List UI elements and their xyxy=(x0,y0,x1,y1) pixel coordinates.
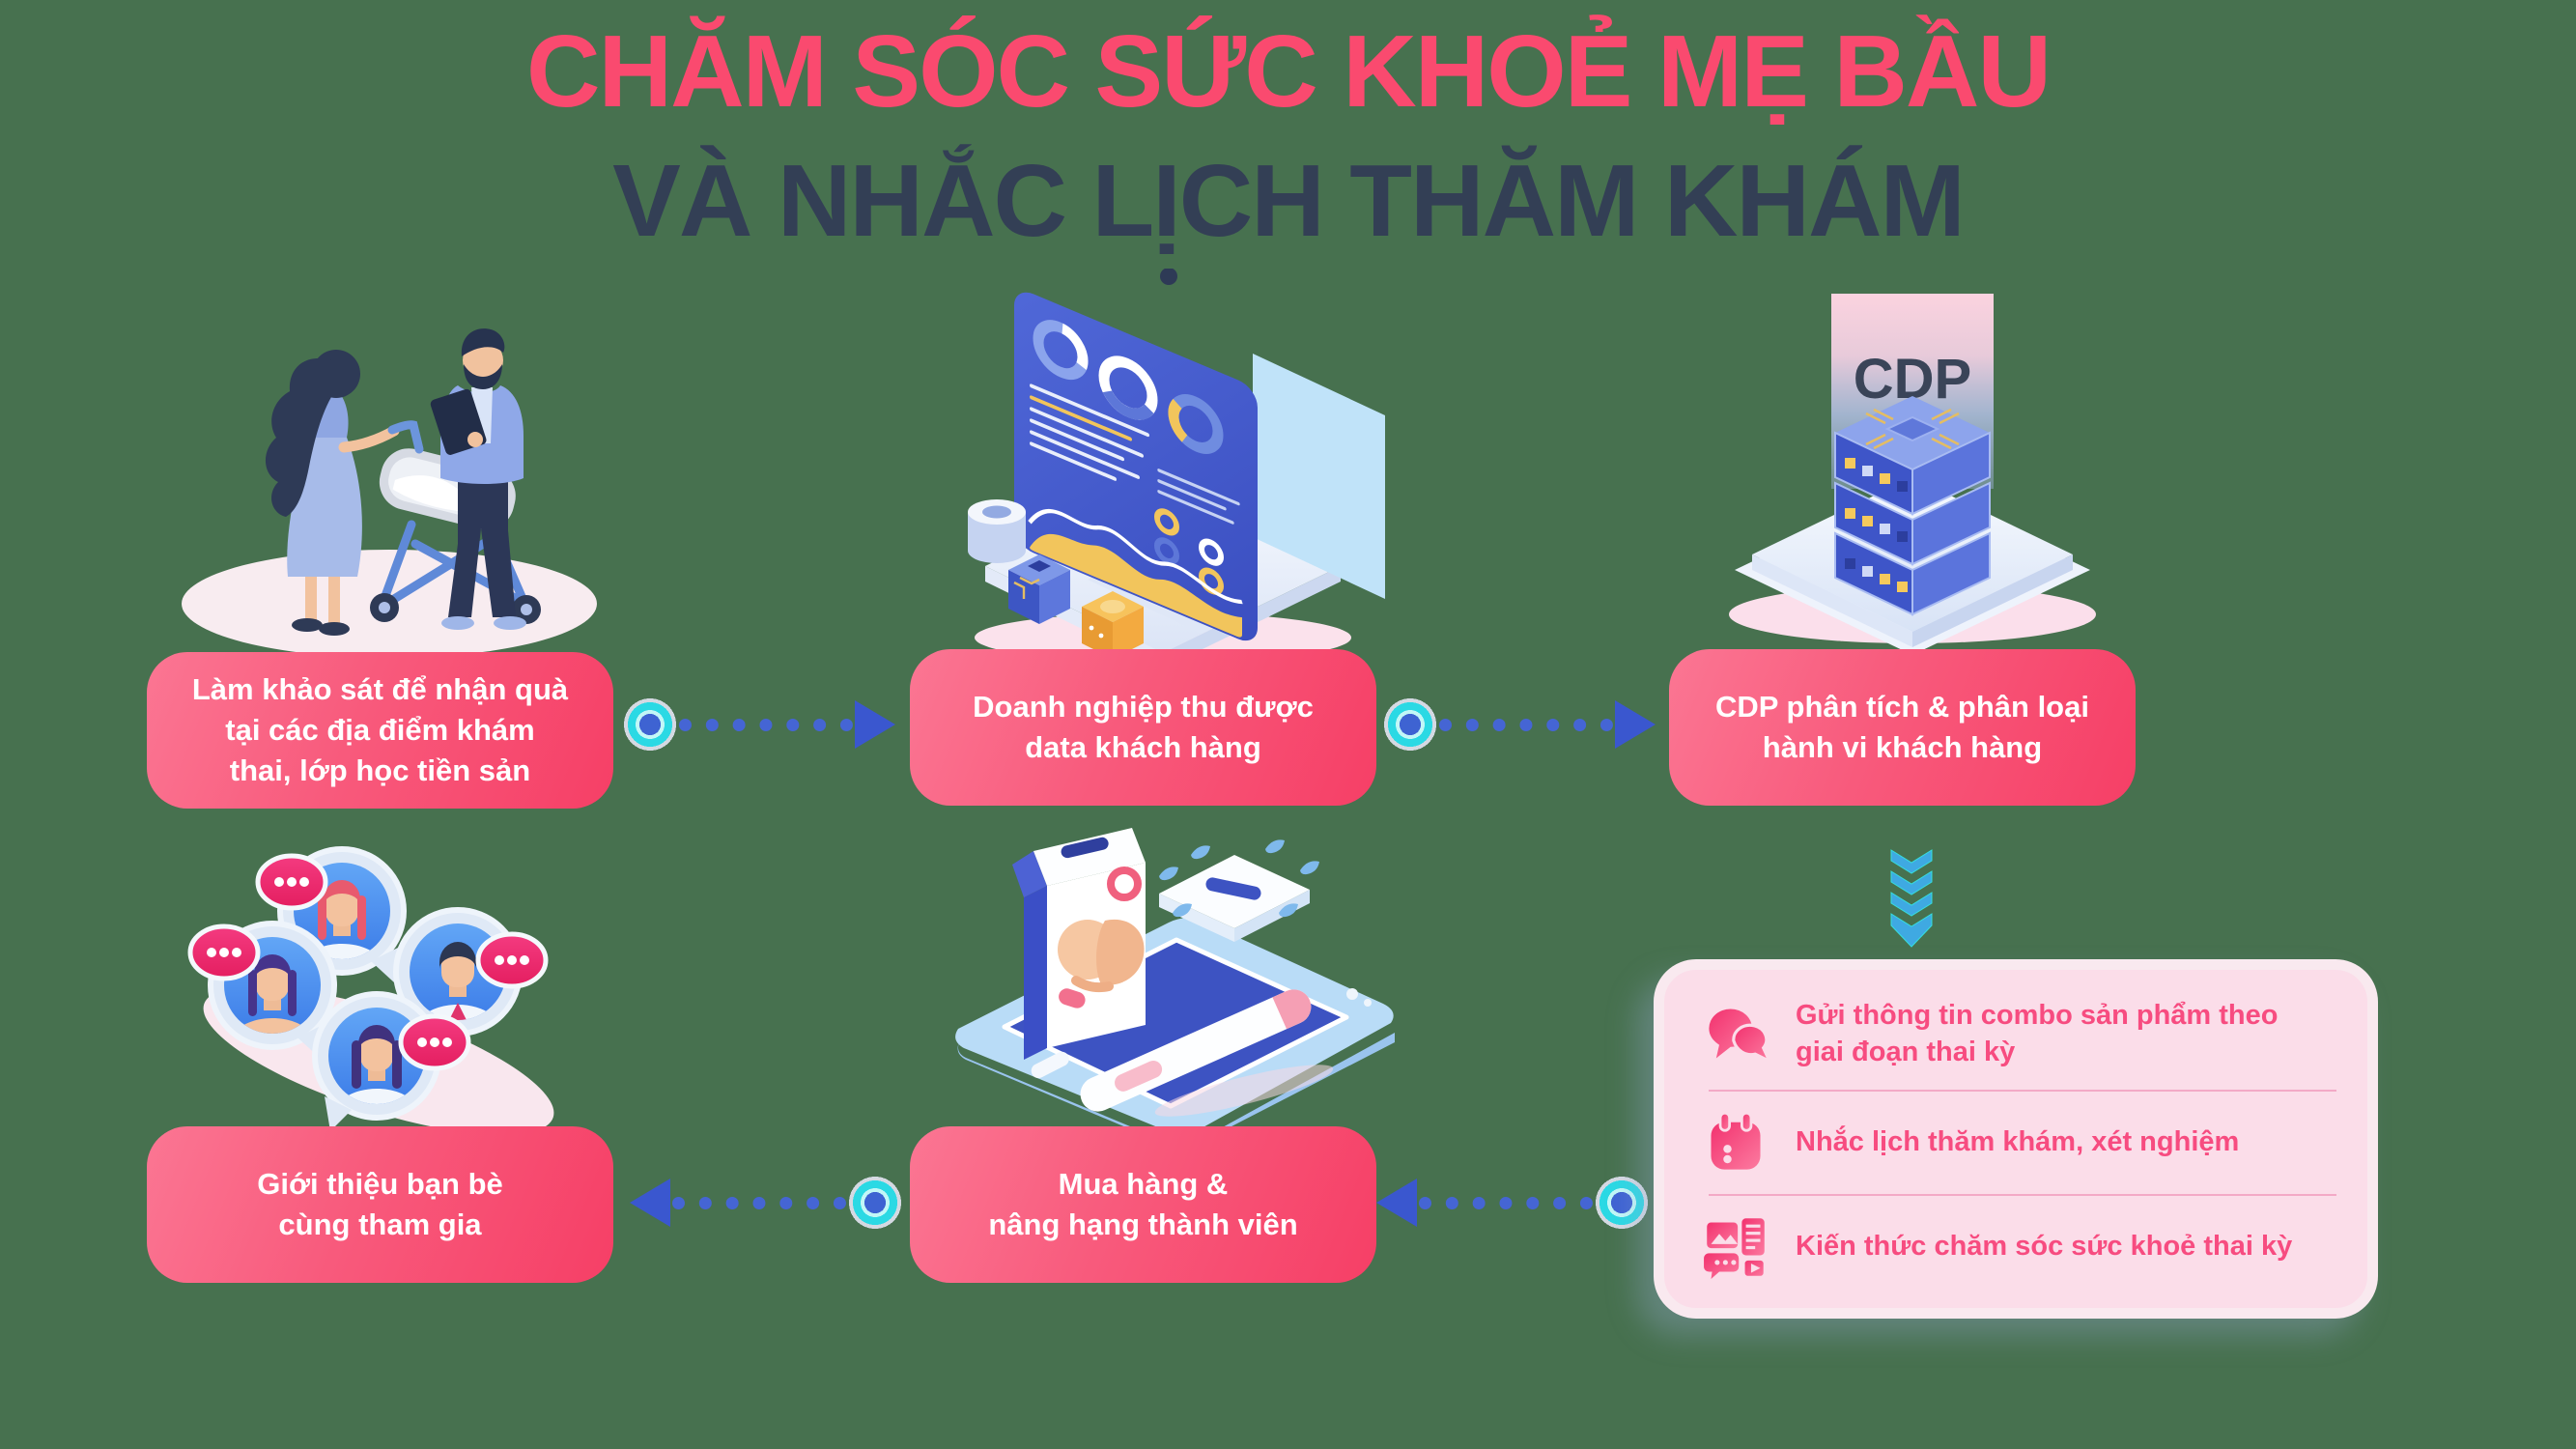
consultant-figure xyxy=(430,328,526,630)
dotted-line xyxy=(1419,1196,1593,1209)
baby-product-box xyxy=(1012,828,1146,1060)
panel-item-reminder: Nhắc lịch thăm khám, xét nghiệm xyxy=(1703,1110,2342,1176)
panel-item-label: Nhắc lịch thăm khám, xét nghiệm xyxy=(1796,1125,2240,1157)
chip-icon xyxy=(1865,408,1960,450)
step-box-cdp-analyze: CDP phân tích & phân loại hành vi khách … xyxy=(1669,649,2136,806)
arrow-collect-to-cdp xyxy=(1383,697,1656,752)
arrow-panel-to-purchase xyxy=(1376,1176,1649,1230)
dashboard-illustration xyxy=(968,269,1385,663)
pregnancy-test xyxy=(1080,989,1312,1112)
purchase-phone-illustration xyxy=(955,828,1395,1143)
circuit-cube xyxy=(1008,554,1070,624)
panel-item-label: Gửi thông tin combo sản phẩm theo giai đ… xyxy=(1796,1000,2279,1067)
step-box-referral: Giới thiệu bạn bè cùng tham gia xyxy=(147,1126,613,1283)
monitor-back-panel xyxy=(1253,354,1385,599)
avatar-bubble xyxy=(312,991,471,1131)
step-box-cdp-analyze-label: CDP phân tích & phân loại hành vi khách … xyxy=(1715,690,2089,764)
arrow-survey-to-collect xyxy=(623,697,895,752)
step-box-referral-label: Giới thiệu bạn bè cùng tham gia xyxy=(257,1167,503,1241)
panel-item-knowledge: Kiến thức chăm sóc sức khoẻ thai kỳ xyxy=(1703,1214,2342,1280)
panel-item-combo-info: Gửi thông tin combo sản phẩm theo giai đ… xyxy=(1703,998,2342,1070)
arrowhead-right-icon xyxy=(855,700,895,749)
arrow-purchase-to-referral xyxy=(630,1176,902,1230)
cdp-illustration: CDP xyxy=(1729,294,2096,655)
phone-home-button xyxy=(1031,1051,1069,1079)
panel-divider xyxy=(1709,1193,2336,1196)
page-title-line1: CHĂM SÓC SỨC KHOẺ MẸ BẦU xyxy=(526,14,2052,128)
dotted-line xyxy=(679,718,853,731)
step-box-collect-data: Doanh nghiệp thu được data khách hàng xyxy=(910,649,1376,806)
panel-item-label: Kiến thức chăm sóc sức khoẻ thai kỳ xyxy=(1796,1231,2293,1262)
arrowhead-right-icon xyxy=(1615,700,1656,749)
step-box-purchase-label: Mua hàng & nâng hạng thành viên xyxy=(988,1167,1298,1241)
orange-cube xyxy=(1082,591,1144,659)
step-box-survey-label: Làm khảo sát để nhận quà tại các địa điể… xyxy=(191,672,569,787)
panel-divider xyxy=(1709,1089,2336,1092)
target-circle-icon xyxy=(623,697,677,752)
chevrons-down-icon xyxy=(1890,849,1933,948)
page-title-line2: VÀ NHẮC LỊCH THĂM KHÁM xyxy=(612,144,1966,258)
referral-avatars-illustration xyxy=(187,846,554,1135)
content-media-icon xyxy=(1704,1218,1766,1279)
typing-dots-icon xyxy=(187,923,261,981)
leaf-decoration xyxy=(1159,839,1319,918)
calendar-icon xyxy=(1711,1111,1761,1170)
dashboard-screen xyxy=(1014,292,1258,641)
typing-dots-icon xyxy=(398,1013,471,1071)
dotted-line xyxy=(672,1196,846,1209)
arrowhead-left-icon xyxy=(630,1179,670,1227)
step-box-survey: Làm khảo sát để nhận quà tại các địa điể… xyxy=(147,652,613,809)
target-circle-icon xyxy=(848,1176,902,1230)
typing-dots-icon xyxy=(475,931,549,989)
mother-figure xyxy=(265,350,400,636)
step-box-purchase: Mua hàng & nâng hạng thành viên xyxy=(910,1126,1376,1283)
target-circle-icon xyxy=(1383,697,1437,752)
chat-bubbles-icon xyxy=(1709,1009,1769,1063)
leaf-box xyxy=(1159,839,1319,942)
dotted-line xyxy=(1439,718,1613,731)
step-box-collect-data-label: Doanh nghiệp thu được data khách hàng xyxy=(973,690,1314,764)
arrowhead-left-icon xyxy=(1376,1179,1417,1227)
avatar-bubble xyxy=(393,907,549,1043)
target-circle-icon xyxy=(1595,1176,1649,1230)
survey-people-illustration xyxy=(182,328,597,658)
cdp-actions-panel: Gửi thông tin combo sản phẩm theo giai đ… xyxy=(1654,959,2378,1319)
server-stack xyxy=(1834,396,1991,616)
typing-dots-icon xyxy=(255,853,328,911)
avatar-bubble xyxy=(187,921,337,1059)
